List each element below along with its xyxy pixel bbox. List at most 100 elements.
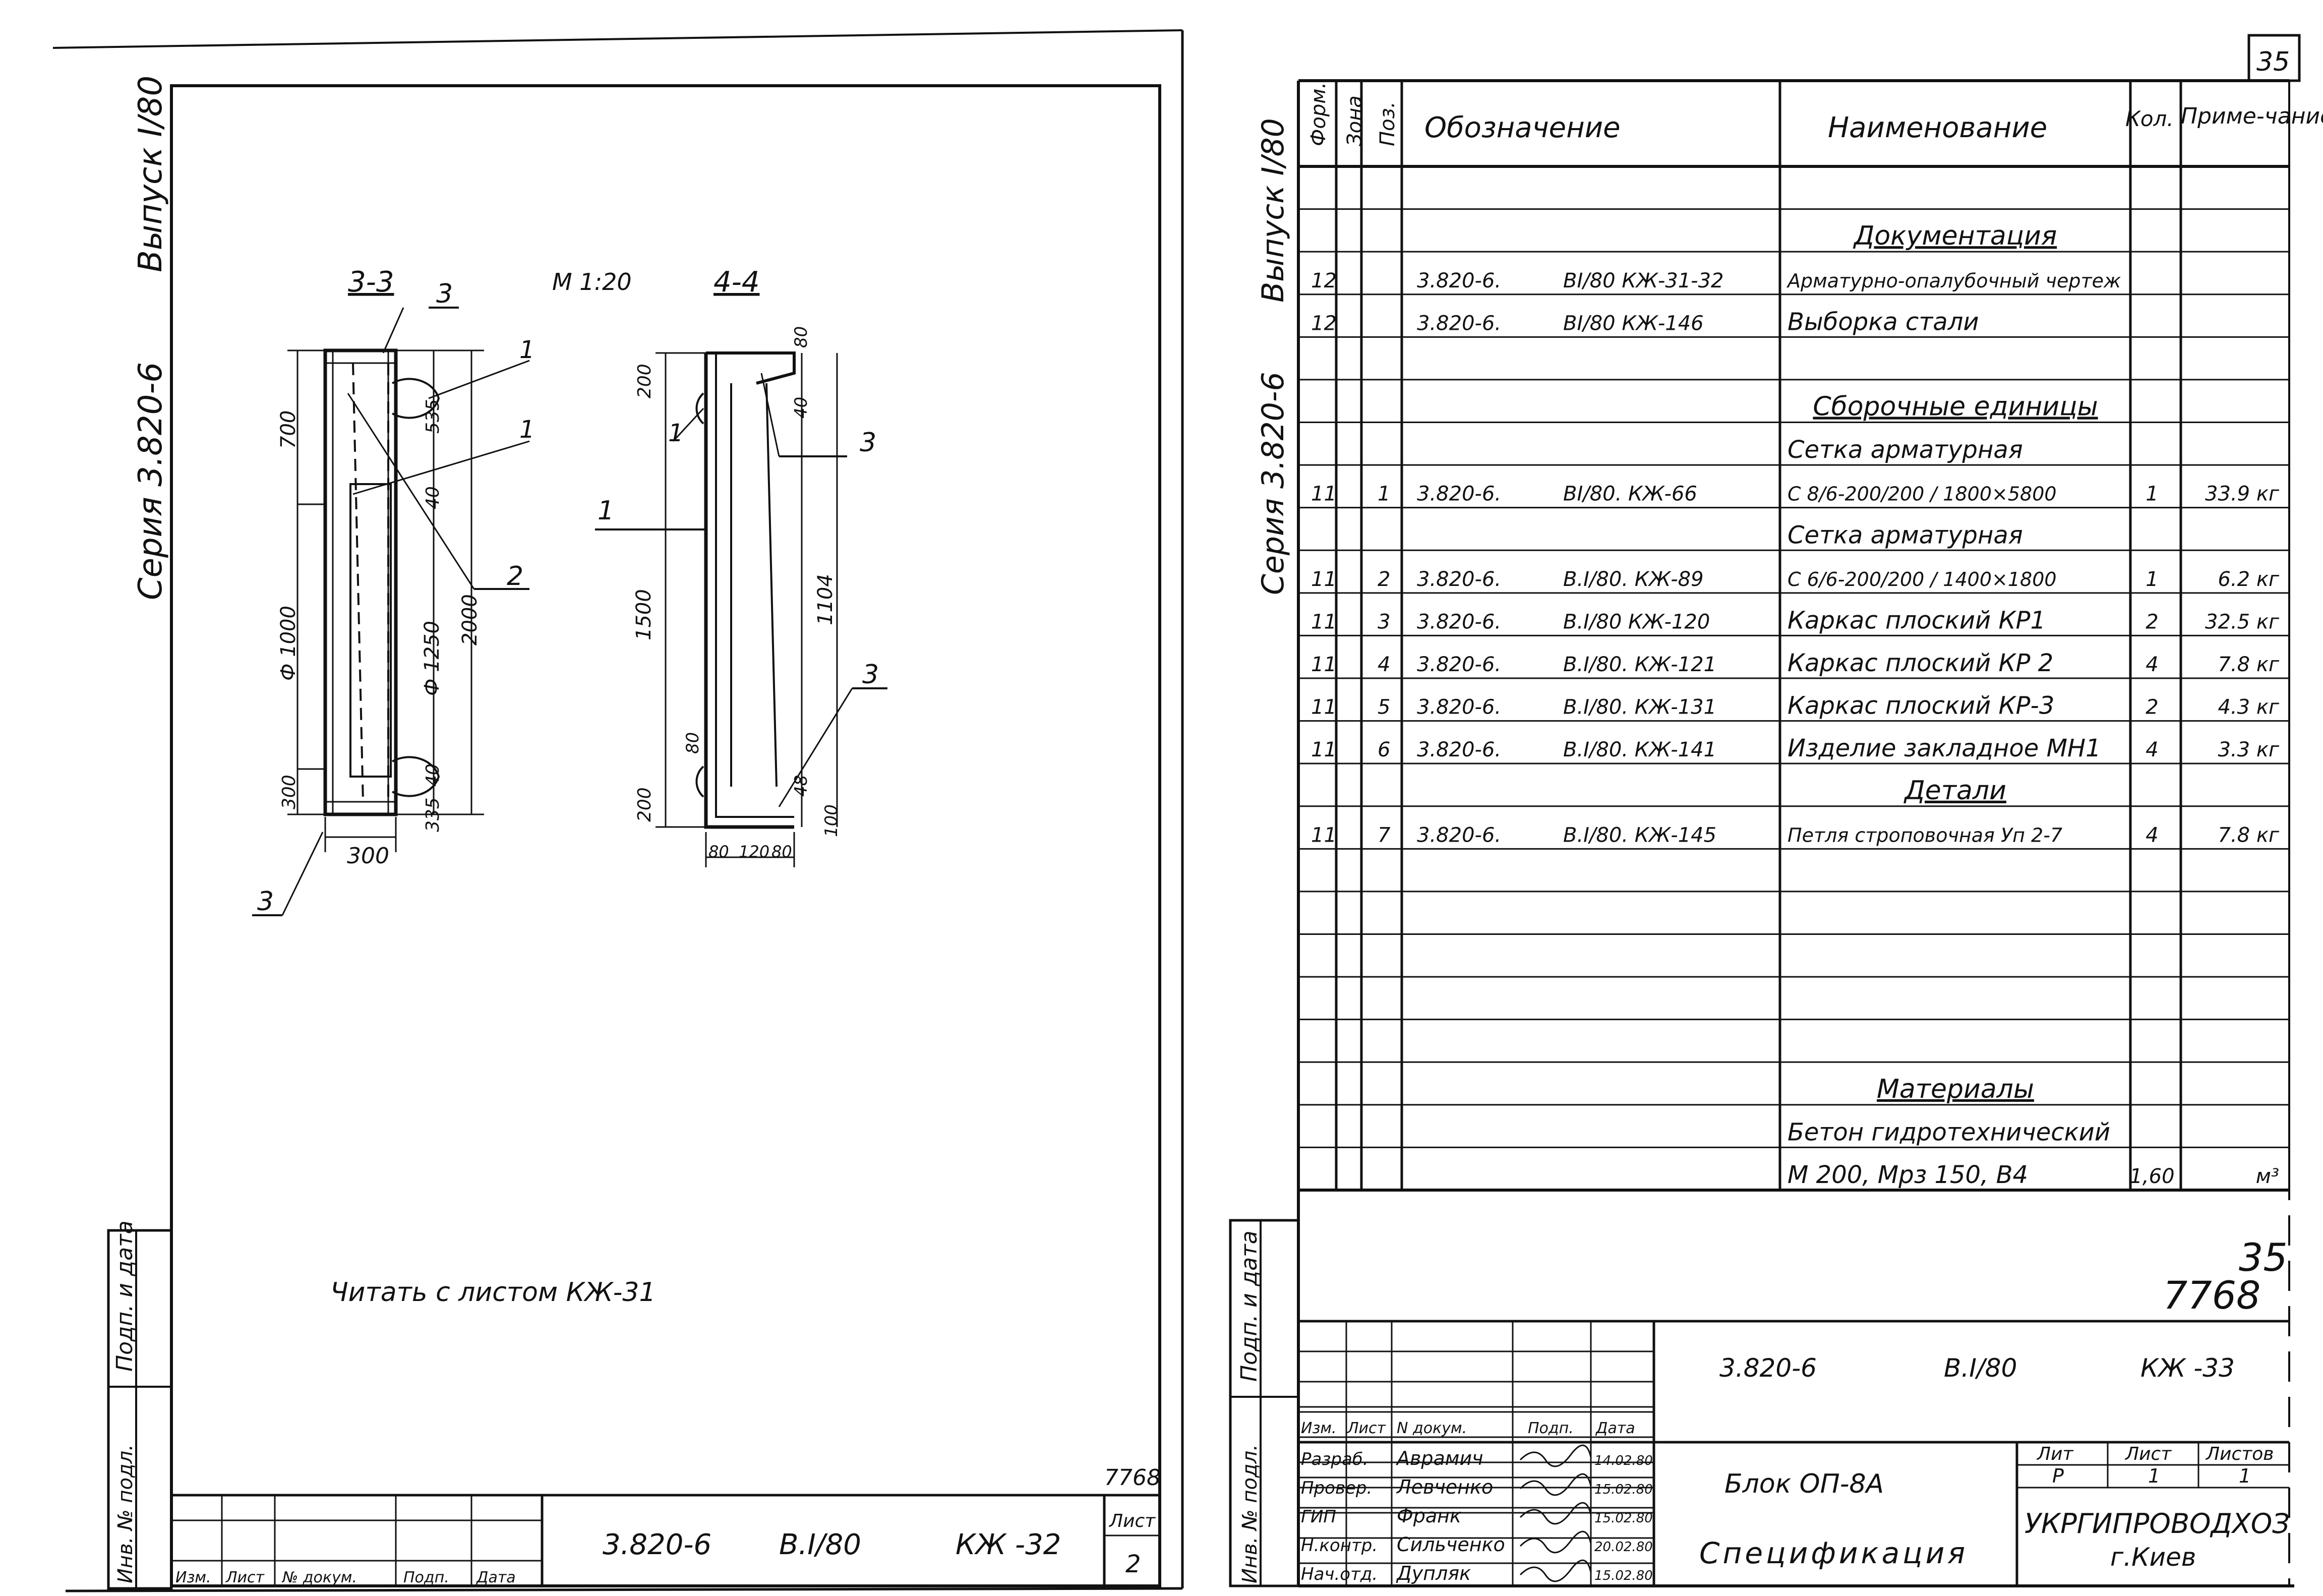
signature-date: 15.02.80	[1594, 1511, 1653, 1526]
dim-300-bottom: 300	[347, 843, 389, 869]
dim-1500: 1500	[632, 589, 656, 640]
callout-3-top: 3	[436, 279, 453, 309]
left-sheet: Подп. и дата Инв. № подл. Выпуск I/80 Се…	[52, 29, 1184, 1592]
row-form: 11	[1311, 696, 1337, 719]
row-code: 3.820-6.	[1417, 738, 1501, 761]
header-note: Приме-чание	[2181, 103, 2323, 129]
signature-name: Аврамич	[1395, 1447, 1483, 1469]
row-pos: 4	[1378, 653, 1390, 676]
row-form: 11	[1311, 483, 1337, 506]
dim-48: 48	[791, 775, 811, 797]
row-code: 3.820-6.	[1417, 653, 1501, 676]
row-qty: 2	[2146, 696, 2158, 719]
callout-1-section-b: 1	[598, 496, 614, 526]
right-tb-stage-sheet: Лист	[2124, 1444, 2172, 1464]
number-35: 35	[2239, 1235, 2288, 1280]
row-name: Арматурно-опалубочный чертеж	[1786, 270, 2121, 292]
dim-80-bottom-b: 80	[771, 842, 792, 861]
row-name: Сетка арматурная	[1788, 521, 2023, 549]
section-4-4-label: 4-4	[713, 266, 759, 299]
row-code: 3.820-6.	[1417, 312, 1501, 335]
row-code: 3.820-6.	[1417, 823, 1501, 847]
row-form: 11	[1311, 568, 1337, 591]
handwritten-signature	[1519, 1444, 1592, 1467]
header-pos: Поз.	[1376, 101, 1399, 146]
row-section-heading: Документация	[1853, 221, 2057, 251]
row-pos: 7	[1378, 823, 1391, 847]
signature-name: Левченко	[1396, 1476, 1493, 1498]
signature-name: Дупляк	[1396, 1562, 1471, 1584]
row-name: М 200, Мрз 150, В4	[1788, 1161, 2028, 1189]
handwritten-signature	[1519, 1502, 1592, 1525]
row-note: м³	[2256, 1165, 2279, 1188]
read-with-note: Читать с листом КЖ-31	[330, 1277, 656, 1308]
section-3-3-label: 3-3	[348, 266, 394, 299]
signature-name: Франк	[1397, 1505, 1461, 1527]
left-side-stamp-inv: Инв. № подл.	[114, 1444, 137, 1583]
dim-200-top: 200	[634, 364, 655, 398]
callout-3-section-b-top: 3	[860, 428, 876, 458]
row-qty: 1	[2146, 568, 2158, 591]
row-note: 4.3 кг	[2218, 696, 2279, 719]
signature-role: Провер.	[1301, 1478, 1372, 1498]
dim-300-left: 300	[279, 775, 300, 809]
signature-date: 20.02.80	[1594, 1540, 1653, 1555]
row-issue: В.I/80 КЖ-120	[1563, 610, 1710, 633]
dim-80-bottom-a: 80	[708, 842, 729, 861]
signature-role: Разраб.	[1301, 1449, 1368, 1469]
dim-40: 40	[791, 397, 811, 419]
left-margin-issue: Выпуск I/80	[132, 76, 169, 272]
right-tb-object: Блок ОП-8А	[1724, 1469, 1884, 1499]
signature-role: ГИП	[1301, 1507, 1336, 1527]
row-section-heading: Детали	[1903, 776, 2006, 806]
dim-700: 700	[277, 410, 300, 449]
row-note: 7.8 кг	[2218, 653, 2279, 676]
row-form: 12	[1311, 269, 1337, 292]
row-name: Сетка арматурная	[1788, 436, 2023, 464]
callout-2: 2	[507, 561, 523, 592]
right-sheet: 35 Выпуск I/80 Серия 3.820-6 Подп. и дат…	[1229, 34, 2323, 1587]
left-tb-sheet-label: Лист	[1108, 1511, 1156, 1531]
row-form: 11	[1311, 653, 1337, 676]
right-margin-series: Серия 3.820-6	[1256, 372, 1291, 595]
row-pos: 3	[1378, 610, 1390, 633]
signature-name: Сильченко	[1397, 1533, 1505, 1556]
callout-1-b: 1	[519, 416, 535, 444]
right-tb-stage-value-lit: Р	[2052, 1465, 2064, 1487]
row-name: Изделие закладное МН1	[1788, 734, 2101, 762]
row-section-heading: Сборочные единицы	[1813, 392, 2098, 422]
dim-1104: 1104	[814, 574, 837, 625]
left-title-block	[171, 1494, 1160, 1586]
right-tb-stage-lit: Лит	[2036, 1444, 2073, 1464]
handwritten-signature	[1519, 1559, 1592, 1582]
row-note: 33.9 кг	[2205, 483, 2280, 506]
left-number-7768: 7768	[1104, 1465, 1161, 1491]
dim-100: 100	[821, 804, 842, 837]
row-name: Бетон гидротехнический	[1788, 1118, 2110, 1146]
dim-2000: 2000	[458, 594, 482, 645]
section-3-3-drawing	[252, 307, 530, 916]
signature-role: Н.контр.	[1301, 1535, 1378, 1556]
row-issue: В.I/80. КЖ-131	[1563, 696, 1716, 719]
row-form: 11	[1311, 610, 1337, 633]
right-tb-stage-sheets: Листов	[2205, 1444, 2274, 1464]
right-tb-sheet-code: КЖ -33	[2140, 1353, 2235, 1383]
page-number: 35	[2256, 47, 2290, 77]
row-issue: В.I/80. КЖ-89	[1563, 568, 1704, 591]
row-section-heading: Материалы	[1877, 1074, 2034, 1104]
row-issue: В.I/80. КЖ-121	[1563, 653, 1716, 676]
row-issue: ВI/80 КЖ-31-32	[1563, 269, 1723, 292]
row-pos: 1	[1378, 483, 1390, 506]
left-tb-header-izm: Изм.	[175, 1569, 211, 1586]
right-tb-designation: 3.820-6	[1719, 1353, 1817, 1383]
signature-date: 15.02.80	[1594, 1568, 1653, 1583]
left-tb-header-date: Дата	[475, 1569, 516, 1586]
row-name: С 8/6-200/200 / 1800×5800	[1788, 483, 2057, 505]
row-pos: 2	[1378, 568, 1390, 591]
dim-d1250: Ф 1250	[421, 621, 444, 696]
right-tb-header-list: Лист	[1347, 1420, 1387, 1437]
handwritten-signature	[1519, 1473, 1592, 1496]
signature-date: 15.02.80	[1594, 1482, 1653, 1497]
left-tb-header-doc: № докум.	[281, 1569, 357, 1586]
